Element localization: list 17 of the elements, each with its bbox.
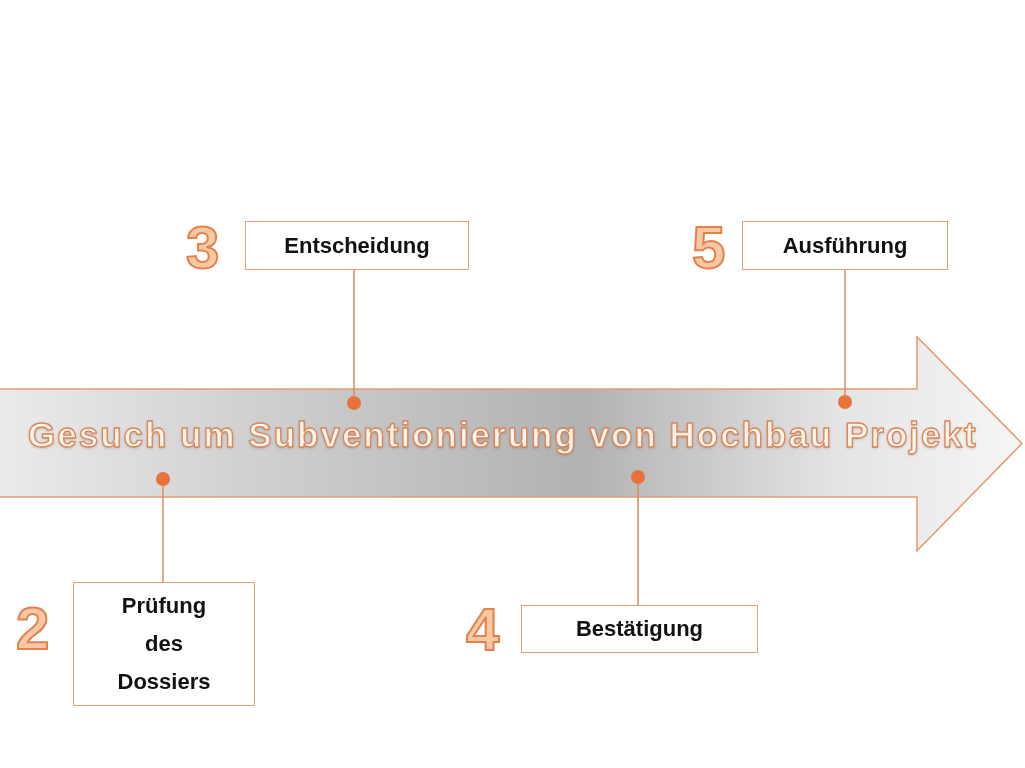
arrow-label: Gesuch um Subventionierung von Hochbau Projekt — [28, 416, 978, 454]
leader-line — [637, 483, 639, 606]
leader-line — [844, 269, 846, 396]
step-box — [742, 221, 948, 270]
step-label: Entscheidung — [284, 231, 430, 260]
step-number: 3 — [186, 218, 220, 278]
step-number: 5 — [692, 218, 726, 278]
step-box — [245, 221, 469, 270]
step-number: 2 — [16, 599, 50, 659]
leader-line — [162, 485, 164, 583]
step-box — [73, 582, 255, 706]
step-number: 4 — [466, 600, 500, 660]
step-label: Bestätigung — [575, 615, 704, 643]
step-box — [521, 605, 758, 653]
step-label: Ausführung — [782, 231, 908, 260]
leader-line — [353, 269, 355, 397]
step-label: Prüfung des Dossiers — [116, 592, 212, 696]
